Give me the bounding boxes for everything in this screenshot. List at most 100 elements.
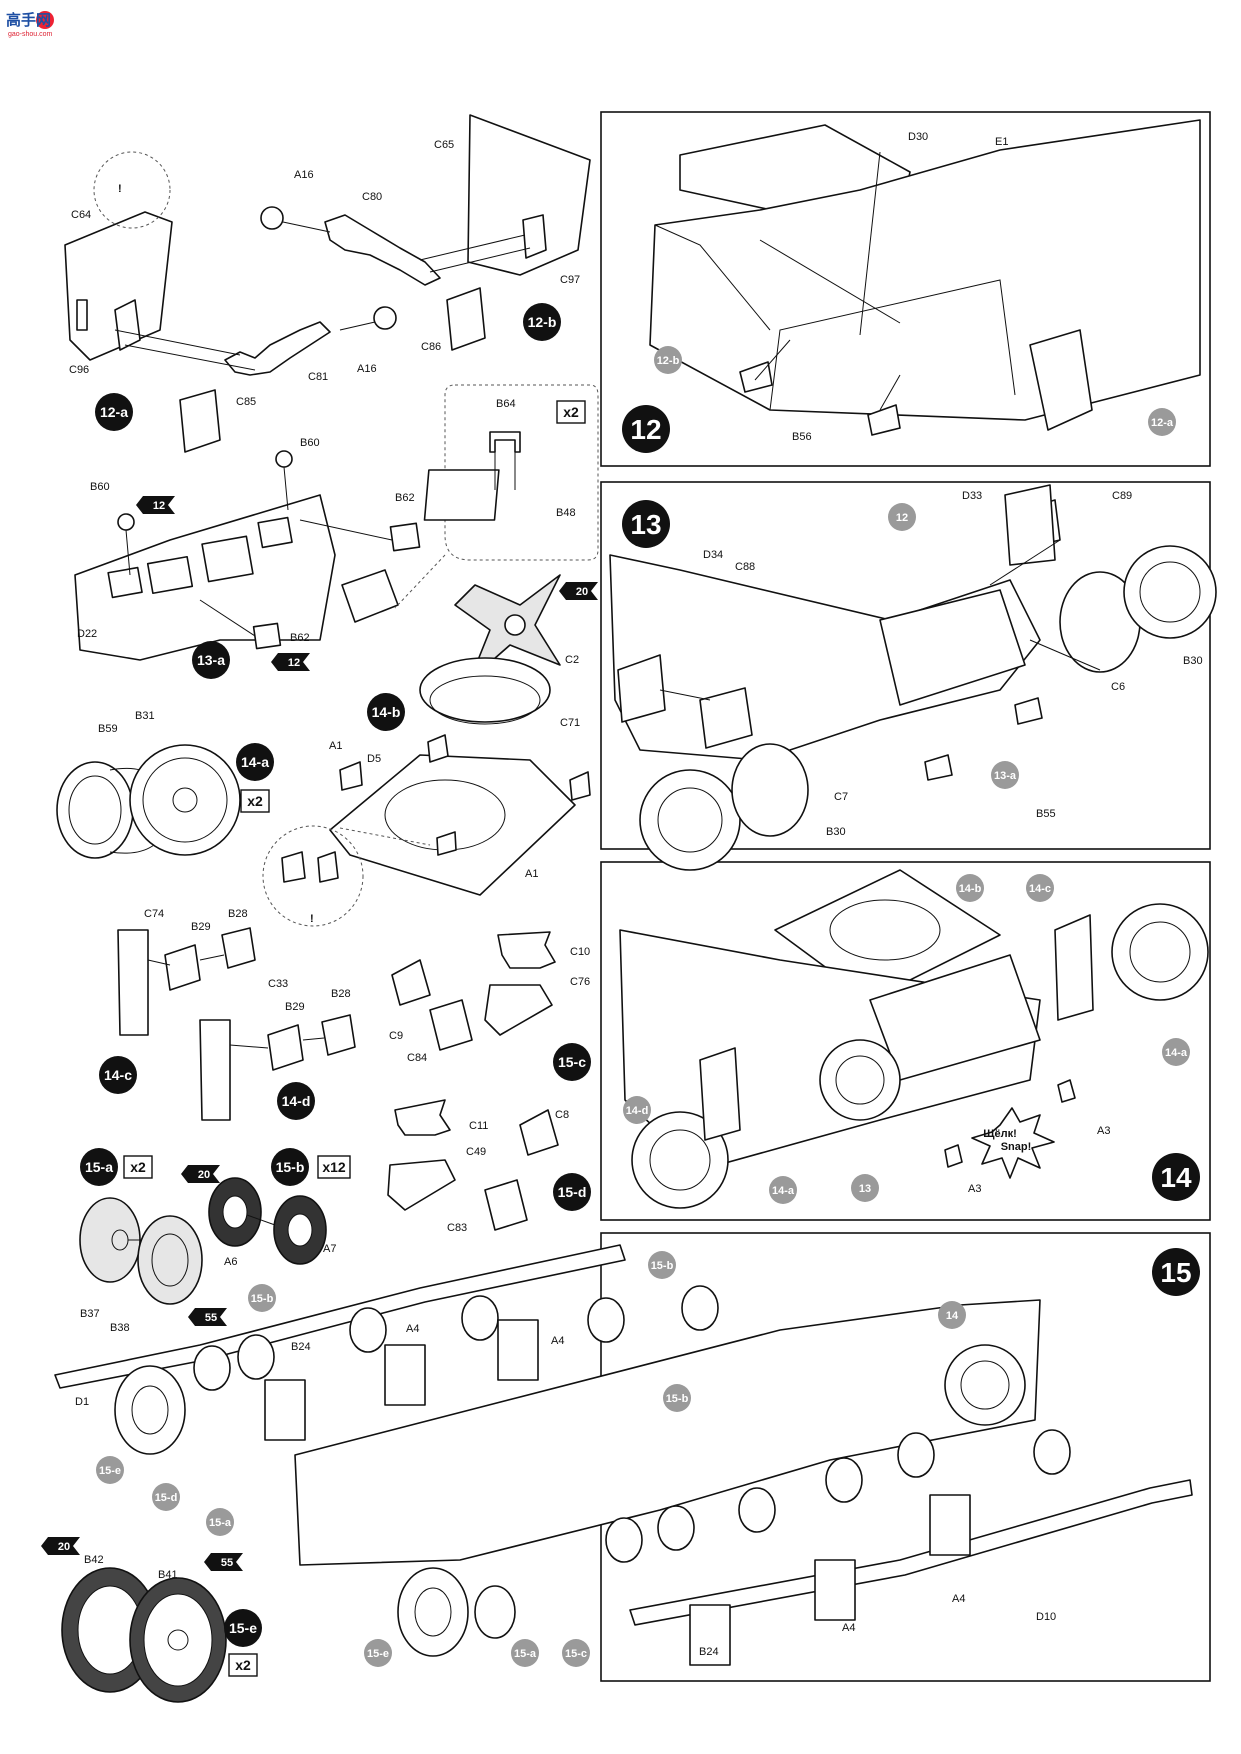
step-14-badge: 14 bbox=[1152, 1153, 1200, 1201]
svg-text:14-a: 14-a bbox=[772, 1185, 795, 1197]
svg-text:15-b: 15-b bbox=[651, 1260, 674, 1272]
label-B60-left: B60 bbox=[90, 481, 110, 493]
detail-bubble-b48 bbox=[444, 384, 599, 561]
label-C81: C81 bbox=[308, 371, 328, 383]
svg-text:x2: x2 bbox=[235, 1657, 251, 1673]
label-C10: C10 bbox=[570, 946, 590, 958]
subassembly-14a-drawing bbox=[56, 744, 241, 859]
part-a1-right bbox=[569, 771, 591, 801]
svg-text:12-a: 12-a bbox=[1151, 417, 1174, 429]
svg-text:13: 13 bbox=[859, 1183, 871, 1195]
ref-badge-14-in-15: 14 bbox=[938, 1301, 966, 1329]
label-C6: C6 bbox=[1111, 681, 1125, 693]
svg-text:15-b: 15-b bbox=[251, 1293, 274, 1305]
part-c83 bbox=[484, 1179, 528, 1231]
svg-text:15-b: 15-b bbox=[666, 1393, 689, 1405]
label-C85: C85 bbox=[236, 396, 256, 408]
subassembly-badge-14-b: 14-b bbox=[367, 693, 405, 731]
part-c97-bracket bbox=[522, 214, 547, 259]
step-12-drawing bbox=[649, 119, 1201, 436]
part-b60-right bbox=[275, 450, 293, 468]
ref-badge-15-e-lower: 15-e bbox=[364, 1639, 392, 1667]
part-b55-right bbox=[1014, 697, 1043, 725]
part-d33 bbox=[1004, 484, 1056, 566]
label-D22: D22 bbox=[77, 628, 97, 640]
subassembly-12-drawing: ! bbox=[64, 114, 591, 453]
label-C74: C74 bbox=[144, 908, 164, 920]
part-c33 bbox=[199, 1019, 231, 1121]
step13-rear-plate bbox=[879, 589, 1026, 706]
ref-badge-13-a: 13-a bbox=[991, 761, 1019, 789]
svg-text:x2: x2 bbox=[247, 793, 263, 809]
ref-badge-15-a-upper: 15-a bbox=[206, 1508, 234, 1536]
part-c86 bbox=[446, 287, 486, 351]
part-b30-upper bbox=[1123, 545, 1217, 639]
label-C71: C71 bbox=[560, 717, 580, 729]
step-14-drawing bbox=[619, 869, 1209, 1209]
ref-badge-15-e-upper: 15-e bbox=[96, 1456, 124, 1484]
part-b29-c bbox=[164, 944, 201, 991]
part-b28-d bbox=[321, 1014, 356, 1056]
qty-box-x2-15e: x2 bbox=[228, 1653, 258, 1677]
step-13-drawing bbox=[609, 484, 1217, 871]
paint-ref-20-15e: 20 bbox=[41, 1537, 80, 1555]
svg-text:12-a: 12-a bbox=[100, 404, 128, 420]
svg-text:15-e: 15-e bbox=[99, 1465, 121, 1477]
subassembly-15c-drawing bbox=[391, 931, 556, 1051]
part-c71-ring bbox=[419, 657, 551, 723]
part-a16-upper bbox=[260, 206, 284, 230]
svg-text:14-c: 14-c bbox=[1029, 883, 1051, 895]
svg-text:12: 12 bbox=[153, 500, 165, 512]
step-13-badge: 13 bbox=[622, 500, 670, 548]
part-c81-axle bbox=[224, 321, 331, 376]
part-a4-lower-left bbox=[814, 1559, 856, 1621]
svg-text:20: 20 bbox=[198, 1169, 210, 1181]
qty-box-x2-15a: x2 bbox=[123, 1155, 153, 1179]
ref-badge-14-d: 14-d bbox=[623, 1096, 651, 1124]
paint-ref-55-15a: 55 bbox=[188, 1308, 227, 1326]
subassembly-14c-drawing bbox=[117, 927, 256, 1036]
snap-text-en: Snap! bbox=[1001, 1141, 1032, 1153]
subassembly-badge-15-d: 15-d bbox=[553, 1173, 591, 1211]
label-B24-lower: B24 bbox=[699, 1646, 719, 1658]
label-C80: C80 bbox=[362, 191, 382, 203]
road-wheels-upper bbox=[193, 1285, 719, 1391]
part-b28-c bbox=[221, 927, 256, 969]
part-c80-axle bbox=[324, 214, 441, 286]
part-c7 bbox=[731, 743, 809, 837]
label-C9: C9 bbox=[389, 1030, 403, 1042]
step-12-badge: 12 bbox=[622, 405, 670, 453]
step14-sprocket-right bbox=[1111, 903, 1209, 1001]
subassembly-14d-drawing bbox=[199, 1014, 356, 1121]
ref-badge-12-b: 12-b bbox=[654, 346, 682, 374]
ref-badge-15-c: 15-c bbox=[562, 1639, 590, 1667]
ref-badge-14-a-right: 14-a bbox=[1162, 1038, 1190, 1066]
svg-text:15-b: 15-b bbox=[276, 1159, 305, 1175]
snap-burst bbox=[971, 1107, 1055, 1179]
label-C97: C97 bbox=[560, 274, 580, 286]
label-B41: B41 bbox=[158, 1569, 178, 1581]
label-A7: A7 bbox=[323, 1243, 336, 1255]
label-B30-lower: B30 bbox=[826, 826, 846, 838]
step14-idler bbox=[819, 1039, 901, 1121]
step-15-drawing bbox=[54, 1244, 1193, 1666]
label-A6: A6 bbox=[224, 1256, 237, 1268]
label-D10: D10 bbox=[1036, 1611, 1056, 1623]
part-a1-mid bbox=[436, 831, 457, 856]
subassembly-badge-12-b: 12-b bbox=[523, 303, 561, 341]
part-c74 bbox=[117, 929, 149, 1036]
subassembly-badge-15-e: 15-e bbox=[224, 1609, 262, 1647]
svg-text:x12: x12 bbox=[322, 1159, 346, 1175]
svg-text:15-c: 15-c bbox=[558, 1054, 586, 1070]
road-wheels-lower bbox=[605, 1429, 1071, 1563]
ref-badge-13-in-14: 13 bbox=[851, 1174, 879, 1202]
ref-badge-14-a-left: 14-a bbox=[769, 1176, 797, 1204]
step-14-number: 14 bbox=[1160, 1162, 1192, 1193]
part-a3-left bbox=[944, 1144, 963, 1168]
part-b48 bbox=[423, 469, 500, 521]
label-B62-lower: B62 bbox=[290, 632, 310, 644]
part-d5-plate bbox=[329, 754, 576, 896]
label-C64: C64 bbox=[71, 209, 91, 221]
part-b62-lower bbox=[252, 622, 282, 650]
ref-badge-14-c: 14-c bbox=[1026, 874, 1054, 902]
